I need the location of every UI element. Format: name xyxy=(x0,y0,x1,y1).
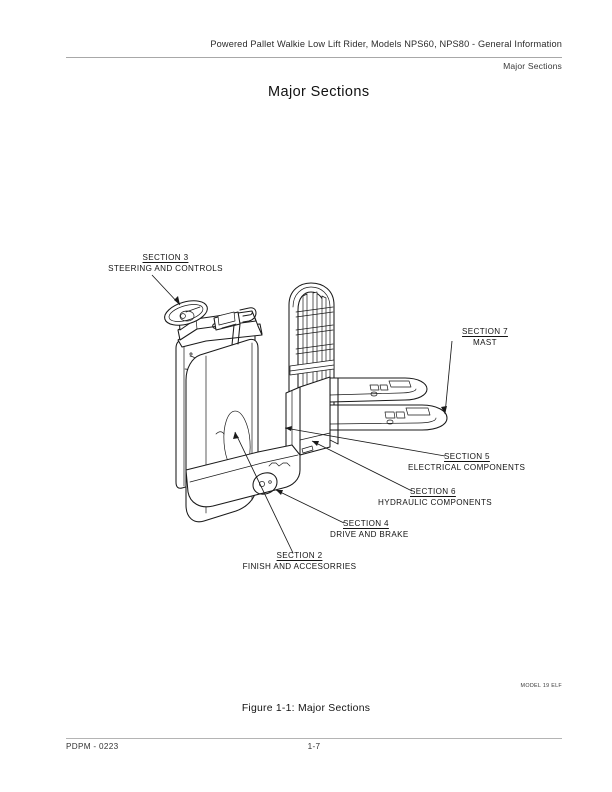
header-rule xyxy=(66,57,562,58)
steering-and-controls xyxy=(164,300,263,348)
footer-rule xyxy=(66,738,562,739)
footer-document-number: PDPM - 0223 xyxy=(66,742,119,751)
callout-section-4: SECTION 4 DRIVE AND BRAKE xyxy=(330,519,450,540)
callout-section-7: SECTION 7 MAST xyxy=(440,327,530,348)
callout-leader-lines xyxy=(151,274,453,554)
callout-section-2: SECTION 2 FINISH AND ACCESORRIES xyxy=(222,551,377,572)
callout-section-description: HYDRAULIC COMPONENTS xyxy=(378,497,493,507)
battery-electrical-box xyxy=(285,376,331,460)
callout-section-number: SECTION 4 xyxy=(343,519,389,528)
drawing-model-code: MODEL 19 ELF xyxy=(520,683,562,689)
callout-section-description: ELECTRICAL COMPONENTS xyxy=(408,462,526,472)
callout-section-description: STEERING AND CONTROLS xyxy=(108,263,223,273)
running-header-title: Powered Pallet Walkie Low Lift Rider, Mo… xyxy=(210,39,562,49)
callout-section-number: SECTION 7 xyxy=(462,327,508,336)
callout-section-6: SECTION 6 HYDRAULIC COMPONENTS xyxy=(378,487,523,508)
running-header-subtitle: Major Sections xyxy=(503,61,562,71)
callout-section-description: FINISH AND ACCESORRIES xyxy=(242,561,357,571)
truck-chassis xyxy=(175,323,301,523)
page-title: Major Sections xyxy=(268,84,370,100)
callout-section-number: SECTION 2 xyxy=(276,551,323,560)
callout-section-number: SECTION 5 xyxy=(444,452,490,461)
callout-section-description: MAST xyxy=(473,337,497,347)
figure-caption: Figure 1-1: Major Sections xyxy=(241,703,371,714)
callout-section-number: SECTION 6 xyxy=(410,487,456,496)
forks xyxy=(329,377,448,445)
mast-backrest xyxy=(288,282,335,433)
callout-section-3: SECTION 3 STEERING AND CONTROLS xyxy=(88,253,243,274)
callout-section-5: SECTION 5 ELECTRICAL COMPONENTS xyxy=(408,452,558,473)
callout-section-number: SECTION 3 xyxy=(142,253,189,262)
footer-page-number: 1-7 xyxy=(307,742,321,751)
callout-section-description: DRIVE AND BRAKE xyxy=(330,529,409,539)
